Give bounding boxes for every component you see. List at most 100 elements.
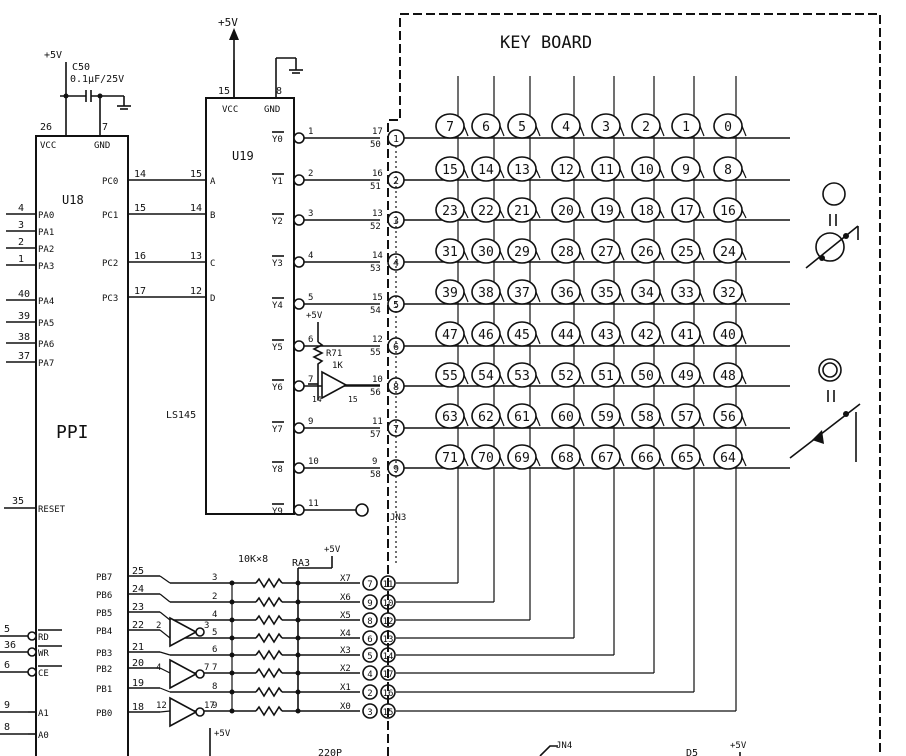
u19-out-bubble: [293, 422, 305, 434]
u18-pin-pa6: PA6: [38, 340, 54, 350]
key-label-17: 17: [678, 204, 694, 219]
u18-ctrl-bubble: [27, 647, 37, 657]
key-label-59: 59: [598, 410, 614, 425]
x-conn-a-4: [362, 647, 378, 663]
key-label-41: 41: [678, 328, 694, 343]
jn3-row-top-0: 17: [372, 127, 383, 137]
u19-in-pin-c: 13: [190, 251, 202, 262]
u18-reset-pin: 35: [12, 496, 24, 507]
ra3-vcc: +5V: [324, 545, 341, 555]
u18-pb-num-pb7: 25: [132, 566, 144, 577]
key-label-50: 50: [638, 369, 654, 384]
x-line-x1: X1: [340, 683, 351, 693]
key-label-53: 53: [514, 369, 530, 384]
u18-ctrl-bubble: [27, 631, 37, 641]
u18-pb-num-pb4: 22: [132, 620, 144, 631]
key-label-69: 69: [514, 451, 530, 466]
u19-out-bubble: [293, 256, 305, 268]
key-label-63: 63: [442, 410, 458, 425]
u18-ctrl-a1: A1: [38, 709, 49, 719]
jn3-row-bot-1: 51: [370, 182, 381, 192]
u18-reset: 35 RESET: [4, 496, 66, 515]
u19-out-pin-y9: 11: [308, 499, 319, 509]
buffer-gate-bubble-1: [195, 669, 205, 679]
u19-out-pin-y6: 7: [308, 375, 313, 385]
u18-ctrl-rd: RD: [38, 633, 49, 643]
u19-in-b: B: [210, 211, 215, 221]
key-label-40: 40: [720, 328, 736, 343]
u19-out-bubble: [293, 132, 305, 144]
power-supply-section: +5V +5V C50 0.1μF/25V: [44, 16, 303, 136]
key-label-49: 49: [678, 369, 694, 384]
key-label-56: 56: [720, 410, 736, 425]
key-label-7: 7: [446, 120, 454, 135]
key-label-21: 21: [514, 204, 530, 219]
u19-in-pin-a: 15: [190, 169, 202, 180]
x-line-x7: X7: [340, 574, 351, 584]
key-label-58: 58: [638, 410, 654, 425]
u19-vcc-label: VCC: [222, 105, 238, 115]
u19-out-pin-y8: 10: [308, 457, 319, 467]
x-conn-a-7: [362, 703, 378, 719]
x-conn-a-label-0: 7: [367, 580, 372, 590]
ra3-pin-7: 9: [212, 701, 217, 711]
key-label-29: 29: [514, 245, 530, 260]
u18-ppi-chip: VCC GND 26 7 U18 PPI 4PA03PA12PA21PA340P…: [0, 122, 206, 756]
u19-out-bubble: [293, 174, 305, 186]
u18-pin-pc0: PC0: [102, 177, 118, 187]
u18-ctrl-ce: CE: [38, 669, 49, 679]
u18-pin-num-pa4: 40: [18, 289, 30, 300]
key-label-33: 33: [678, 286, 694, 301]
key-label-67: 67: [598, 451, 614, 466]
jn3-row-top-4: 15: [372, 293, 383, 303]
u19-out-bubble: [293, 340, 305, 352]
resistor-network-ra3: 10K×8 RA3 +5V: [238, 545, 341, 710]
key-label-38: 38: [478, 286, 494, 301]
port-b-lines: [128, 575, 171, 713]
u19-ref: U19: [232, 149, 254, 163]
key-label-36: 36: [558, 286, 574, 301]
capacitor-value: 0.1μF/25V: [70, 74, 124, 85]
key-label-28: 28: [558, 245, 574, 260]
buffer-in-0: 2: [156, 621, 161, 631]
key-label-23: 23: [442, 204, 458, 219]
key-label-60: 60: [558, 410, 574, 425]
u19-in-c: C: [210, 259, 215, 269]
u18-pin-num-pa3: 1: [18, 254, 24, 265]
u18-pin-num-pc3: 17: [134, 286, 146, 297]
bottom-section: 220P JN4 D5 +5V +5V: [209, 728, 747, 756]
x-conn-a-1: [362, 594, 378, 610]
key-label-64: 64: [720, 451, 736, 466]
u18-ctrl-wr: WR: [38, 649, 49, 659]
key-label-62: 62: [478, 410, 494, 425]
x-conn-a-label-2: 8: [367, 617, 372, 627]
u18-body: [35, 135, 129, 756]
u19-part: LS145: [166, 410, 196, 421]
x-line-x0: X0: [340, 702, 351, 712]
u18-pin-num-pa0: 4: [18, 203, 24, 214]
u18-name: PPI: [56, 422, 89, 443]
buffer-out-0: 3: [204, 621, 209, 631]
key-label-46: 46: [478, 328, 494, 343]
key-label-24: 24: [720, 245, 736, 260]
x-line-x3: X3: [340, 646, 351, 656]
u18-ctrl-num-rd: 5: [4, 624, 10, 635]
key-label-6: 6: [482, 120, 490, 135]
key-label-43: 43: [598, 328, 614, 343]
u18-ctrl-num-ce: 6: [4, 660, 10, 671]
key-label-20: 20: [558, 204, 574, 219]
key-label-42: 42: [638, 328, 654, 343]
key-label-51: 51: [598, 369, 614, 384]
u18-pin-num-pa6: 38: [18, 332, 30, 343]
u18-ctrl-num-wr: 36: [4, 640, 16, 651]
bottom-ref: 220P: [318, 748, 342, 756]
u18-pin-pa2: PA2: [38, 245, 54, 255]
u18-ctrl-num-a0: 8: [4, 722, 10, 733]
x-conn-a-0: [362, 575, 378, 591]
key-label-5: 5: [518, 120, 526, 135]
jn3-row-bot-4: 54: [370, 306, 381, 316]
x-line-x6: X6: [340, 593, 351, 603]
u18-pin-pb5: PB5: [96, 609, 112, 619]
u18-vcc-pin: 26: [40, 122, 52, 133]
